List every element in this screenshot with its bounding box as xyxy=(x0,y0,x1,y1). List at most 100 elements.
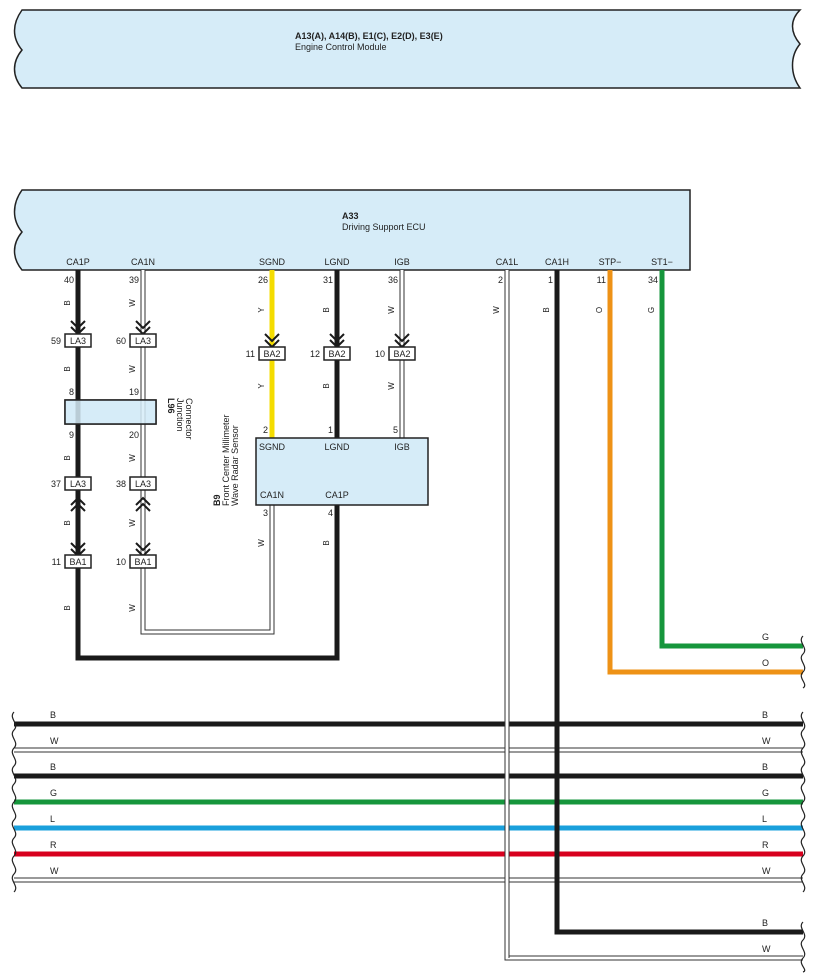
right-break-marks xyxy=(800,635,806,973)
pin-34: 34 xyxy=(648,275,658,285)
junction-connector-l96: 8 19 9 20 L96 Junction Connector xyxy=(64,387,194,440)
svg-text:BA2: BA2 xyxy=(263,349,280,359)
svg-text:10: 10 xyxy=(375,349,385,359)
svg-text:Y: Y xyxy=(257,383,266,389)
svg-text:B: B xyxy=(322,540,331,545)
sensor-name-2: Wave Radar Sensor xyxy=(230,425,240,506)
wire-stp xyxy=(607,270,803,675)
ecu-name: Driving Support ECU xyxy=(342,222,426,232)
wire-color-codes: B B B B B W W W W W Y Y B B W W W B W B … xyxy=(63,299,656,612)
pin-2: 2 xyxy=(498,275,503,285)
wire-ca1n xyxy=(140,270,275,635)
pin-39: 39 xyxy=(129,275,139,285)
svg-text:LA3: LA3 xyxy=(70,479,86,489)
ecu-signal-sgnd: SGND xyxy=(259,257,286,267)
sensor-signal-ca1n: CA1N xyxy=(260,490,284,500)
ecu-signal-igb: IGB xyxy=(394,257,410,267)
connector-ba1-11: BA1 11 xyxy=(52,554,92,569)
bus-label-left-g: G xyxy=(50,788,57,798)
sensor-pin-1: 1 xyxy=(328,425,333,435)
junction-pin-20: 20 xyxy=(129,430,139,440)
bus-label-right-b1: B xyxy=(762,710,768,720)
connector-la3-38: LA3 38 xyxy=(116,476,157,491)
ecu-signal-ca1h: CA1H xyxy=(545,257,569,267)
connector-la3-37: LA3 37 xyxy=(51,476,92,491)
connector-ba2-11: BA2 11 xyxy=(246,346,286,361)
pin-1: 1 xyxy=(548,275,553,285)
bus-labels: B W B G L R W B W B G L R W G O B W xyxy=(50,632,771,954)
svg-text:LA3: LA3 xyxy=(135,336,151,346)
ecm-name: Engine Control Module xyxy=(295,42,387,52)
sensor-ref: B9 xyxy=(212,494,222,506)
svg-text:60: 60 xyxy=(116,336,126,346)
svg-text:B: B xyxy=(63,520,72,525)
connector-ba1-10: BA1 10 xyxy=(116,554,157,569)
svg-text:B: B xyxy=(322,307,331,312)
pin-40: 40 xyxy=(64,275,74,285)
connector-la3-59: LA3 59 xyxy=(51,333,92,348)
bus-label-left-r: R xyxy=(50,840,57,850)
bus-label-right-w2: W xyxy=(762,866,771,876)
right-wire-label-o: O xyxy=(762,658,769,668)
ecu-pin-numbers: 40 39 26 31 36 2 1 11 34 xyxy=(64,275,658,285)
svg-text:W: W xyxy=(128,454,137,462)
svg-text:G: G xyxy=(647,307,656,313)
sensor-pin-3: 3 xyxy=(263,508,268,518)
bus-label-left-b1: B xyxy=(50,710,56,720)
svg-text:12: 12 xyxy=(310,349,320,359)
bus-label-left-w1: W xyxy=(50,736,59,746)
wire-ca1p xyxy=(75,270,340,661)
sensor-signal-ca1p: CA1P xyxy=(325,490,349,500)
junction-pin-8: 8 xyxy=(69,387,74,397)
chevron-up-icon xyxy=(135,496,151,512)
svg-text:B: B xyxy=(63,366,72,371)
svg-text:B: B xyxy=(542,307,551,312)
sensor-signal-igb: IGB xyxy=(394,442,410,452)
svg-text:W: W xyxy=(387,382,396,390)
ecu-signal-ca1l: CA1L xyxy=(496,257,519,267)
connector-ba2-12: BA2 12 xyxy=(310,346,351,361)
ecm-ref: A13(A), A14(B), E1(C), E2(D), E3(E) xyxy=(295,31,443,41)
wire-ca1h xyxy=(554,270,803,935)
bus-label-left-b2: B xyxy=(50,762,56,772)
bus-lines xyxy=(14,721,803,883)
bottom-label-b: B xyxy=(762,918,768,928)
pin-11: 11 xyxy=(597,275,606,285)
svg-text:B: B xyxy=(322,383,331,388)
bus-label-right-w1: W xyxy=(762,736,771,746)
sensor-pin-4: 4 xyxy=(328,508,333,518)
sensor-signal-lgnd: LGND xyxy=(324,442,350,452)
svg-text:W: W xyxy=(492,306,501,314)
sensor-pin-5: 5 xyxy=(393,425,398,435)
sensor-signal-sgnd: SGND xyxy=(259,442,286,452)
junction-name-1: Junction xyxy=(175,398,185,432)
svg-text:38: 38 xyxy=(116,479,126,489)
ecu-ref: A33 xyxy=(342,211,359,221)
svg-text:W: W xyxy=(128,604,137,612)
ecu-signal-ca1n: CA1N xyxy=(131,257,155,267)
svg-text:LA3: LA3 xyxy=(70,336,86,346)
svg-text:11: 11 xyxy=(246,349,255,359)
right-wire-label-g: G xyxy=(762,632,769,642)
bus-label-right-l: L xyxy=(762,814,767,824)
pin-36: 36 xyxy=(388,275,398,285)
bus-label-right-g: G xyxy=(762,788,769,798)
svg-text:LA3: LA3 xyxy=(135,479,151,489)
svg-text:10: 10 xyxy=(116,557,126,567)
svg-text:BA2: BA2 xyxy=(328,349,345,359)
svg-text:BA2: BA2 xyxy=(393,349,410,359)
driving-support-ecu: A33 Driving Support ECU CA1P CA1N SGND L… xyxy=(13,189,691,271)
ecu-signal-stp: STP− xyxy=(599,257,622,267)
svg-text:59: 59 xyxy=(51,336,61,346)
svg-text:37: 37 xyxy=(51,479,61,489)
pin-31: 31 xyxy=(323,275,333,285)
junction-pin-19: 19 xyxy=(129,387,139,397)
svg-text:W: W xyxy=(257,539,266,547)
svg-text:Y: Y xyxy=(257,307,266,313)
svg-text:O: O xyxy=(595,307,604,313)
ecu-signal-ca1p: CA1P xyxy=(66,257,90,267)
svg-text:W: W xyxy=(128,365,137,373)
junction-name-2: Connector xyxy=(184,398,194,440)
bottom-label-w: W xyxy=(762,944,771,954)
